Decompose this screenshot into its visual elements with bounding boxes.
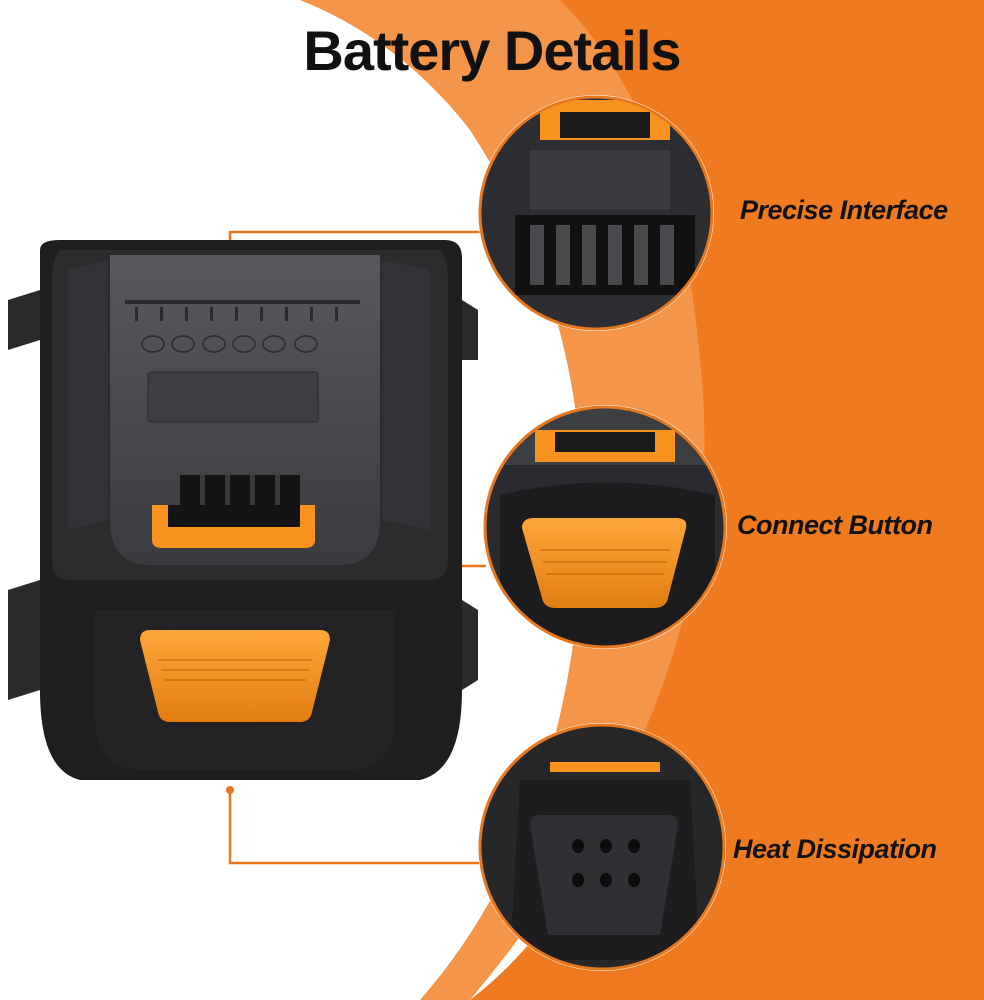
feature-label-heat-dissipation: Heat Dissipation — [733, 834, 937, 864]
feature-label-connect-button: Connect Button — [737, 510, 933, 540]
feature-label-precise-interface: Precise Interface — [740, 195, 948, 225]
page-title: Battery Details — [303, 19, 681, 82]
battery-main — [8, 240, 478, 780]
detail-circle-precise-interface — [478, 95, 714, 331]
detail-circle-heat-dissipation — [478, 723, 726, 971]
detail-circle-connect-button — [483, 405, 727, 649]
